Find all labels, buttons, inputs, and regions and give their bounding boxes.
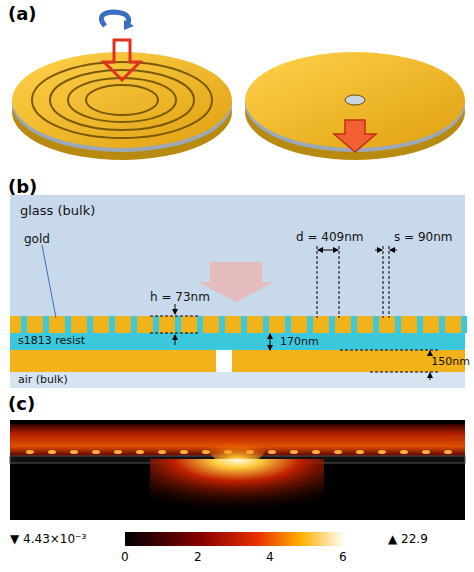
layer-name: air (bulk) (18, 373, 68, 386)
material-name: gold (24, 232, 50, 247)
material-layer: glass (bulk) (10, 195, 465, 316)
colorbar-tick: 2 (194, 550, 202, 565)
material-layer: air (bulk) (10, 372, 465, 388)
colorbar-tick: 6 (339, 550, 347, 565)
panel-letter: (c) (8, 393, 35, 414)
layer-name: s1813 resist (18, 334, 85, 347)
dimension: h = 73nm (150, 290, 210, 305)
colorbar-min: ▼ 4.43×10⁻³ (10, 532, 86, 547)
colorbar-max: ▲ 22.9 (388, 532, 428, 547)
cross-section (10, 245, 467, 380)
dimension: 170nm (280, 335, 319, 349)
layer-name: glass (bulk) (20, 203, 95, 218)
dimension: d = 409nm (296, 230, 364, 245)
colorbar (125, 532, 345, 546)
panel-letter: (b) (8, 176, 37, 197)
colorbar-tick: 4 (266, 550, 274, 565)
spiral-disc (12, 12, 232, 160)
material-layer: s1813 resist (10, 333, 465, 350)
dimension: s = 90nm (394, 230, 453, 245)
aperture-disc (245, 52, 465, 160)
panel-letter: (a) (8, 3, 37, 24)
colorbar-tick: 0 (121, 550, 129, 565)
field-map (10, 420, 465, 546)
dimension: 150nm (431, 355, 470, 369)
